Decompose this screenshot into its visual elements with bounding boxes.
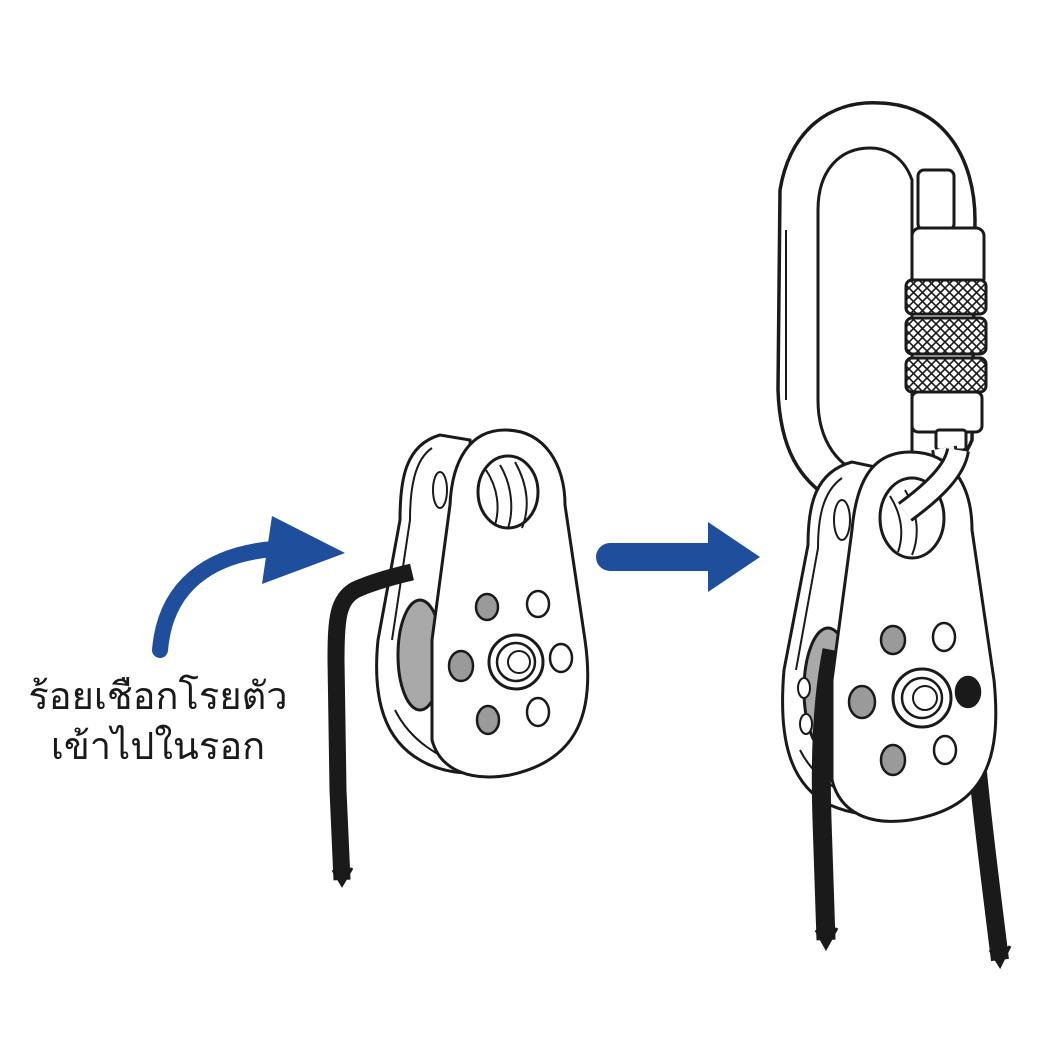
right-arrow-icon [596,522,760,592]
caption-line-1: ร้อยเชือกโรยตัว [28,674,288,718]
rope-icon [327,563,414,888]
pulley-front-plate [430,428,590,779]
caption-line-2: เข้าไปในรอก [50,724,266,768]
curved-arrow-icon [152,516,345,658]
pulley-front-plate [830,447,998,823]
